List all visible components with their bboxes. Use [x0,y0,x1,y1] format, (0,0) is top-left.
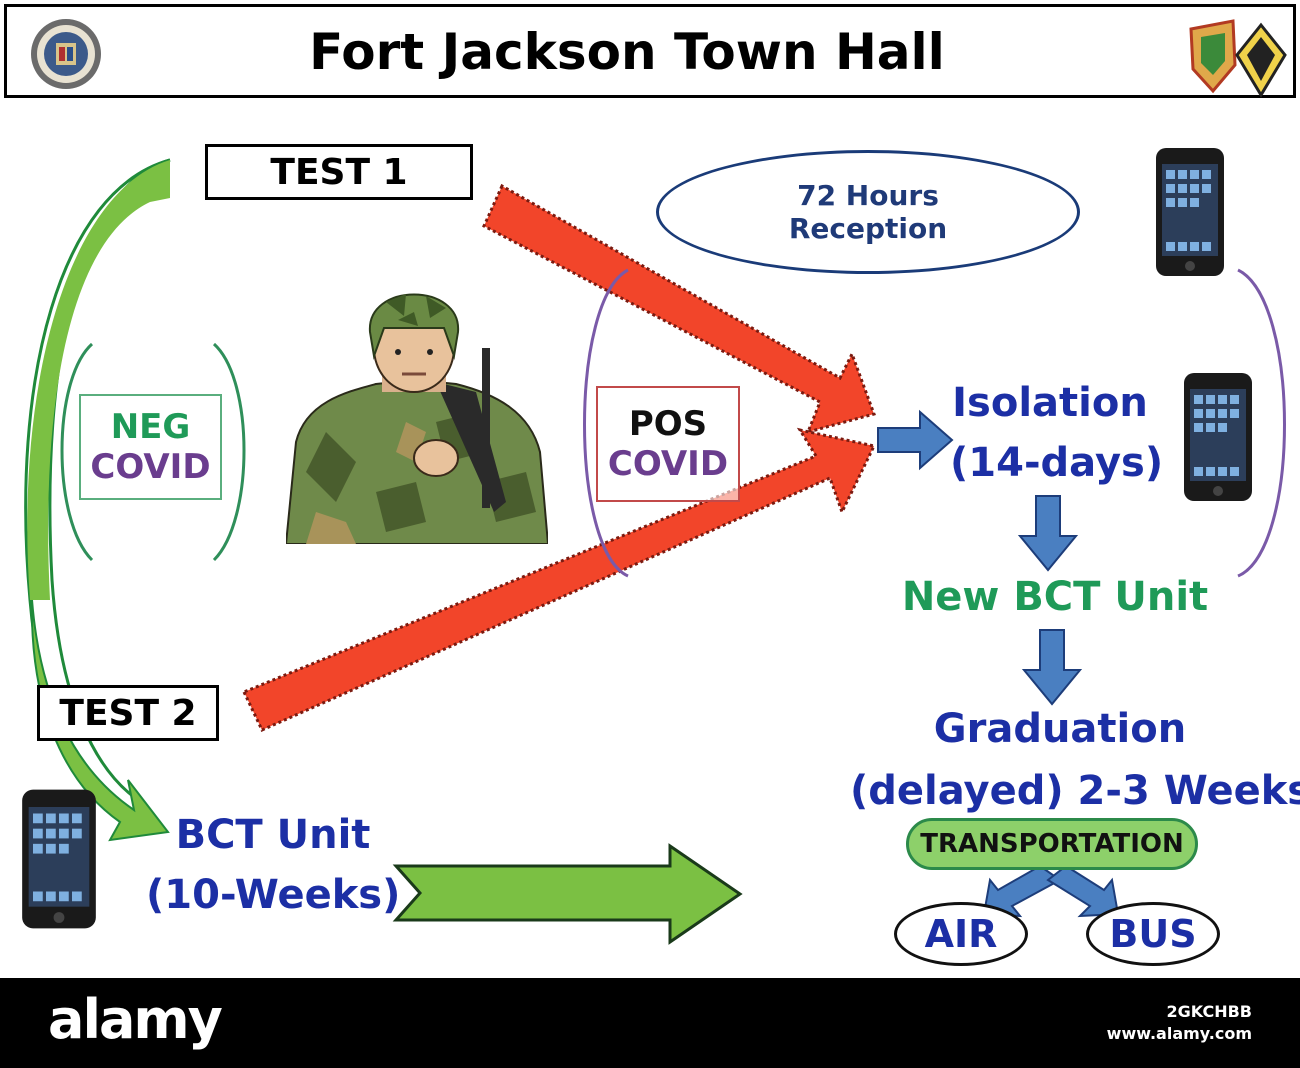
pos-label: POS [628,404,708,444]
watermark-footer: alamy 2GKCHBB www.alamy.com [0,978,1300,1068]
neg-covid-brackets [60,342,246,562]
red-arrow-test2 [241,427,877,732]
test1-box: TEST 1 [205,144,473,200]
watermark-image-id: 2GKCHBB [1166,1002,1252,1021]
blue-arrow-down-1 [1017,495,1079,572]
test2-label: TEST 2 [59,692,197,734]
unit-crest-icon [1189,19,1287,98]
watermark-url: www.alamy.com [1106,1024,1252,1043]
soldier-illustration [286,293,548,544]
pos-covid-label: COVID [607,444,729,484]
test2-box: TEST 2 [37,685,219,741]
header-bar: Fort Jackson Town Hall [4,4,1296,98]
blue-arrow-right [877,409,954,471]
isolation-duration: (14-days) [950,440,1164,486]
isolation-bracket [1237,268,1286,578]
isolation-label: Isolation [952,380,1148,426]
smartphone-icon [1156,148,1224,276]
test1-label: TEST 1 [270,151,408,193]
pos-covid-bracket [583,268,629,578]
transportation-label: TRANSPORTATION [920,829,1184,859]
reception-oval: 72 Hours Reception [656,150,1080,274]
new-bct-unit-label: New BCT Unit [901,574,1209,620]
bct-unit-duration: (10-Weeks) [146,872,401,918]
green-arrow-right [392,843,743,945]
neg-label: NEG [110,407,191,447]
air-oval: AIR [894,902,1028,966]
graduation-delay: (delayed) 2-3 Weeks [850,768,1300,814]
slide: Fort Jackson Town Hall [0,0,1300,978]
neg-covid-box: NEG COVID [79,394,222,500]
watermark-logo: alamy [48,988,223,1051]
pos-covid-box: POS COVID [596,386,740,502]
bus-oval: BUS [1086,902,1220,966]
bus-label: BUS [1109,912,1197,956]
army-seal-icon [31,19,101,89]
neg-covid-label: COVID [90,447,211,487]
reception-line1: 72 Hours [797,179,939,212]
page-title: Fort Jackson Town Hall [309,23,945,81]
blue-arrow-down-2 [1021,629,1083,706]
smartphone-icon [1184,373,1252,501]
smartphone-icon [22,789,96,929]
red-arrow-test1 [482,183,876,435]
graduation-label: Graduation [933,706,1187,752]
transportation-pill: TRANSPORTATION [906,818,1198,870]
reception-line2: Reception [788,212,948,245]
blue-arrow-to-bus [1046,864,1120,918]
air-label: AIR [924,912,998,956]
bct-unit-label: BCT Unit [175,812,371,858]
